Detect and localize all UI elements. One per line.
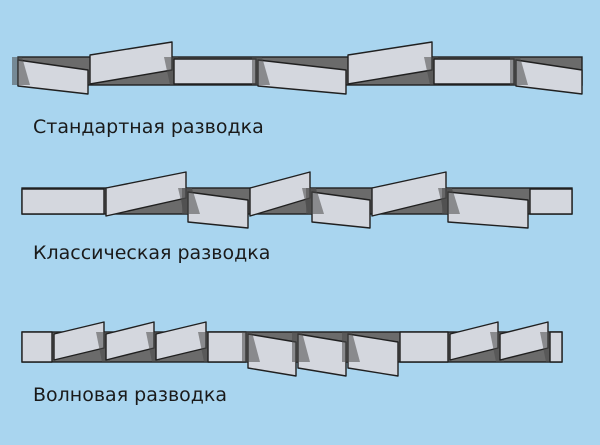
caption-standard-set: Стандартная разводка: [33, 116, 264, 138]
tooth-shadow: [306, 188, 324, 214]
saw-tooth: [173, 58, 257, 85]
standard-set-blade: [12, 41, 583, 95]
caption-classic-set: Классическая разводка: [33, 242, 271, 264]
tooth-shadow: [292, 332, 310, 362]
saw-tooth: [399, 331, 449, 363]
tooth-shadow: [252, 57, 270, 85]
tooth-shadow: [342, 332, 360, 362]
saw-tooth: [433, 58, 515, 85]
wave-set-blade: [21, 321, 563, 377]
saw-tooth: [529, 188, 573, 215]
classic-set-blade: [21, 171, 573, 229]
saw-tooth: [549, 331, 563, 363]
saw-tooth: [21, 331, 53, 363]
tooth-shadow: [12, 57, 30, 85]
tooth-shadow: [510, 57, 528, 85]
caption-wave-set: Волновая разводка: [33, 384, 228, 406]
saw-tooth: [207, 331, 247, 363]
tooth-shadow: [442, 188, 460, 214]
tooth-shadow: [242, 332, 260, 362]
saw-tooth: [21, 188, 105, 215]
tooth-shadow: [182, 188, 200, 214]
